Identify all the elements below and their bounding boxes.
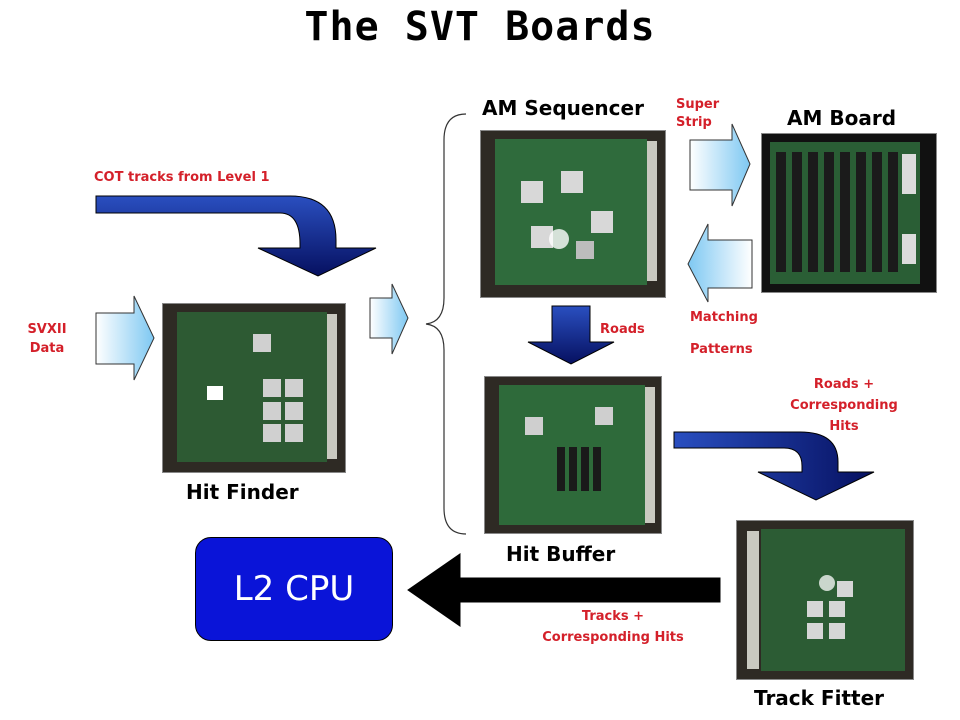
roads-hits-label: Roads + Corresponding Hits [772,374,916,437]
hit-finder-board-image [162,303,346,473]
am-board-label: AM Board [787,106,897,130]
roads-label: Roads [600,322,645,337]
tracks-hits-label: Tracks + Corresponding Hits [516,606,710,648]
super-strip-label: Super Strip [676,96,738,132]
circuit-board-icon [499,385,655,525]
track-fitter-board-image [736,520,914,680]
roads-hits-line3: Hits [829,419,859,434]
circuit-board-icon [747,529,905,671]
roads-hits-line1: Roads + [813,377,875,392]
am-board-image [761,133,937,293]
circuit-board-icon [177,312,337,462]
circuit-board-icon [770,142,920,284]
am-sequencer-board-image [480,130,666,298]
page-title: The SVT Boards [304,4,656,50]
circuit-board-icon [495,139,657,285]
roads-arrow [527,305,615,365]
matching-patterns-label: Matching Patterns [690,302,758,366]
matching-patterns-arrow [687,223,753,303]
cot-tracks-arrow [95,195,377,277]
hit-buffer-board-image [484,376,662,534]
am-sequencer-label: AM Sequencer [482,96,644,120]
super-strip-line2: Strip [676,115,712,130]
super-strip-arrow [689,123,751,207]
svxii-data-label: SVXII Data [22,320,72,358]
grouping-bracket [425,113,467,535]
cot-tracks-label: COT tracks from Level 1 [94,170,270,185]
svxii-label-line1: SVXII [27,322,67,337]
hit-buffer-label: Hit Buffer [506,542,616,566]
tracks-hits-line2: Corresponding Hits [542,630,684,645]
super-strip-line1: Super [676,97,720,112]
svxii-data-arrow [95,295,155,381]
tracks-hits-arrow [407,553,721,627]
matching-line1: Matching [690,310,758,325]
tracks-hits-line1: Tracks + [581,609,645,624]
svxii-label-line2: Data [29,341,65,356]
roads-hits-line2: Corresponding [790,398,898,413]
roads-hits-arrow [673,431,875,501]
l2-cpu-box: L2 CPU [195,537,393,641]
hit-finder-label: Hit Finder [186,480,299,504]
track-fitter-label: Track Fitter [754,686,884,710]
matching-line2: Patterns [690,342,753,357]
hit-finder-output-arrow [369,283,409,355]
